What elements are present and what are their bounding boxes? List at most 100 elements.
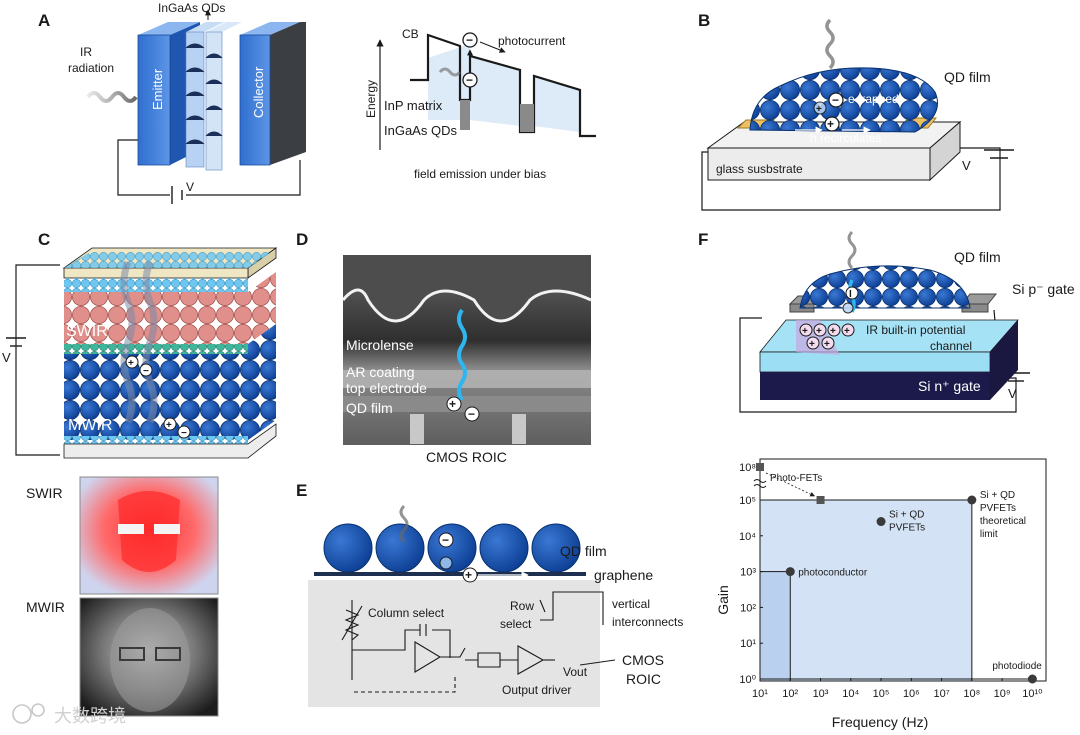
x-tick-label: 10⁶ — [903, 688, 920, 700]
data-point-circle — [967, 495, 977, 505]
y-tick-label: 10² — [740, 602, 756, 614]
hole-icon — [439, 556, 453, 570]
si-p-gate-label: Si p⁻ gate — [1012, 281, 1075, 297]
electron-icon — [462, 32, 478, 48]
mwir-label: MWIR — [68, 417, 112, 434]
watermark-logo-icon — [31, 703, 45, 717]
ir-wave-icon — [438, 67, 462, 77]
collector-label: Collector — [251, 66, 266, 118]
substrate-front — [707, 147, 931, 181]
bottom-dot-layer — [64, 436, 248, 444]
ir-label-1: IR — [80, 45, 92, 59]
output-driver-label: Output driver — [502, 683, 571, 697]
photocurrent-label: photocurrent — [498, 34, 566, 48]
electron-icon — [462, 72, 478, 88]
data-point-label: photodiode — [992, 661, 1042, 672]
qd-well — [460, 100, 470, 130]
channel-front — [759, 351, 991, 373]
vout-label: Vout — [563, 665, 588, 679]
top-dot-layer-front — [64, 278, 248, 292]
panel-c-circuit-wire — [15, 264, 60, 456]
channel-label: channel — [930, 339, 972, 353]
hole-sign: + — [449, 397, 456, 411]
conduction-band-line — [410, 33, 596, 138]
svg-text:+: + — [816, 326, 822, 337]
cmos-label-1: CMOS — [622, 652, 664, 668]
region-photoconductor — [759, 571, 791, 682]
photo-fet-connector — [765, 472, 815, 497]
qd-layer-dots — [185, 43, 205, 145]
column-select-label: Column select — [368, 606, 445, 620]
hole-sign: + — [166, 420, 172, 431]
top-electrode-label: top electrode — [346, 380, 427, 396]
axis-break-icon — [753, 479, 767, 488]
panel-c-letter: C — [38, 230, 50, 249]
emitter-top — [138, 22, 200, 35]
electron-icon — [845, 286, 859, 300]
vertical-label-1: vertical — [612, 597, 650, 611]
x-tick-label: 10² — [782, 688, 798, 700]
svg-text:+: + — [844, 326, 850, 337]
panel-d: D Microlense AR coating top electrode QD… — [296, 230, 592, 465]
panel-b-letter: B — [698, 11, 710, 30]
y-tick-label: 10⁴ — [739, 531, 756, 543]
ir-wave-icon — [847, 230, 857, 270]
middle-dot-layer — [64, 344, 248, 354]
si-n-front — [760, 372, 990, 400]
panel-f-qd-label: QD film — [954, 249, 1001, 265]
svg-text:+: + — [802, 326, 808, 337]
swir-label: SWIR — [66, 323, 108, 340]
region-pvfet — [759, 499, 973, 682]
y-tick-label: 10⁵ — [739, 495, 756, 507]
y-tick-label: 10⁸ — [739, 462, 756, 474]
x-tick-label: 10⁴ — [842, 688, 859, 700]
h-recirc-label: h recirculates — [810, 131, 881, 145]
ar-coating-band — [343, 370, 591, 388]
svg-text:+: + — [830, 326, 836, 337]
cmos-roic-label: CMOS ROIC — [426, 449, 507, 465]
x-tick-label: 10⁵ — [873, 688, 890, 700]
hole-icon — [824, 116, 840, 132]
mwir-layer-side — [248, 324, 276, 440]
hole-icon — [462, 567, 478, 583]
watermark-logo-icon — [12, 704, 32, 724]
ingaas-label: InGaAs QDs — [384, 123, 457, 138]
svg-text:+: + — [824, 339, 830, 350]
qd-layer — [185, 31, 205, 168]
data-point-label: Photo-FETs — [770, 473, 822, 484]
data-point-square — [816, 496, 825, 504]
roic-contact — [410, 414, 424, 444]
x-tick-label: 10⁹ — [994, 688, 1011, 700]
data-point-label: photoconductor — [798, 568, 868, 579]
y-tick-label: 10⁰ — [739, 674, 756, 686]
panel-f-letter: F — [698, 230, 708, 249]
band-fill — [534, 76, 580, 132]
svg-text:+: + — [809, 339, 815, 350]
collector-top — [240, 22, 300, 35]
watermark-text: 大数跨境 — [54, 706, 126, 727]
panel-d-qd-label: QD film — [346, 400, 393, 416]
qd-well — [520, 104, 534, 132]
vertical-label-2: interconnects — [612, 615, 683, 629]
x-axis-label: Frequency (Hz) — [832, 714, 928, 730]
panel-a-qd-label: InGaAs QDs — [158, 1, 225, 15]
qd-sphere — [375, 523, 425, 573]
x-tick-label: 10¹⁰ — [1022, 688, 1043, 700]
ir-ray-icon — [457, 308, 467, 402]
qd-sphere — [479, 523, 529, 573]
x-tick-label: 10⁷ — [933, 688, 949, 700]
hole-icon — [446, 396, 462, 412]
cb-label: CB — [402, 27, 419, 41]
panel-a-caption: field emission under bias — [414, 167, 546, 181]
qd-layer-top — [186, 22, 224, 32]
panel-b-bias-label: V — [962, 158, 971, 173]
hole-sign: + — [465, 568, 472, 582]
electron-sign: I — [849, 289, 852, 300]
panel-a-letter: A — [38, 11, 50, 30]
cmos-leader-line — [579, 659, 616, 666]
